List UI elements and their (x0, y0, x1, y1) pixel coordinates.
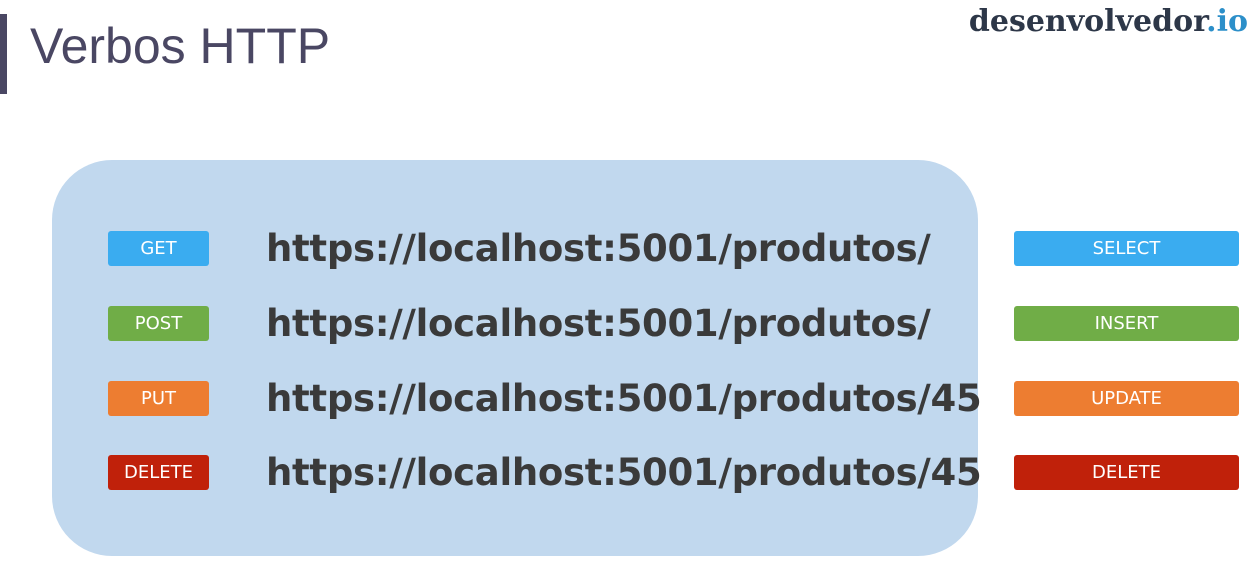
sql-badge-update: UPDATE (1014, 381, 1239, 416)
verb-badge-put: PUT (108, 381, 209, 416)
page-title: Verbos HTTP (30, 18, 331, 74)
row-delete: DELETE https://localhost:5001/produtos/4… (0, 451, 1254, 494)
url-text: https://localhost:5001/produtos/ (266, 302, 931, 345)
url-text: https://localhost:5001/produtos/45 (266, 377, 982, 420)
brand-logo: desenvolvedor.io (969, 2, 1248, 42)
url-text: https://localhost:5001/produtos/45 (266, 451, 982, 494)
url-panel (52, 160, 978, 556)
row-put: PUT https://localhost:5001/produtos/45 U… (0, 377, 1254, 420)
sql-badge-insert: INSERT (1014, 306, 1239, 341)
brand-name: desenvolvedor (968, 4, 1207, 39)
brand-suffix: .io (1206, 4, 1248, 39)
verb-badge-get: GET (108, 231, 209, 266)
verb-badge-post: POST (108, 306, 209, 341)
url-text: https://localhost:5001/produtos/ (266, 227, 931, 270)
title-accent-bar (0, 14, 7, 94)
verb-badge-delete: DELETE (108, 455, 209, 490)
row-get: GET https://localhost:5001/produtos/ SEL… (0, 227, 1254, 270)
sql-badge-select: SELECT (1014, 231, 1239, 266)
row-post: POST https://localhost:5001/produtos/ IN… (0, 302, 1254, 345)
sql-badge-delete: DELETE (1014, 455, 1239, 490)
